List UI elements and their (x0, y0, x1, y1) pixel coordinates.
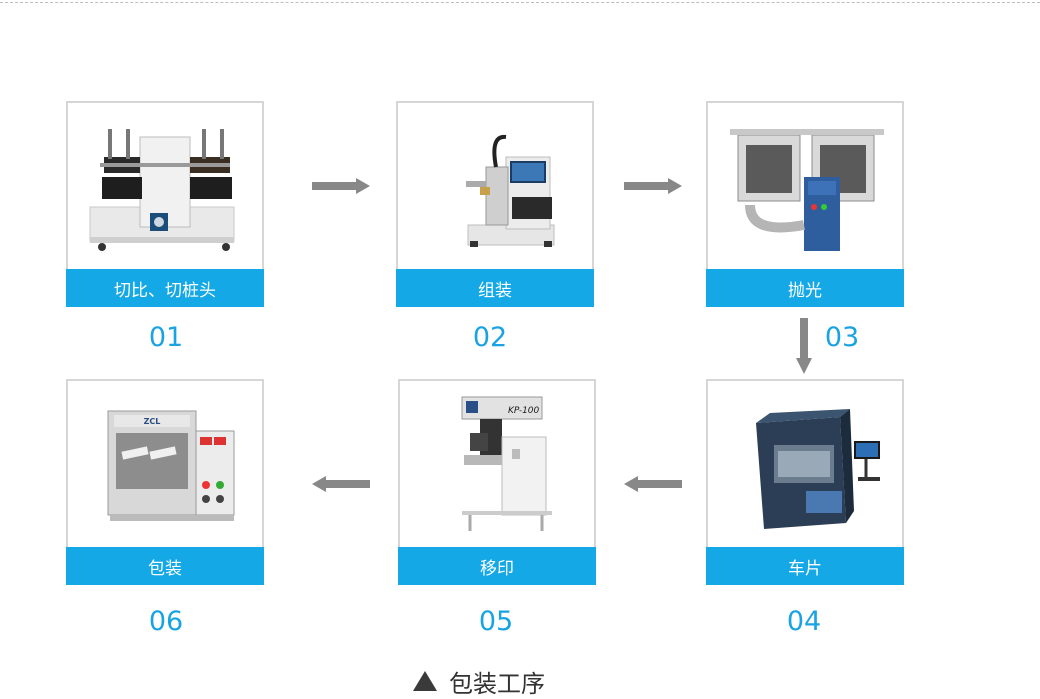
polishing-machine-image (730, 129, 884, 251)
step-04-number: 04 (786, 606, 822, 637)
arrow-right-icon (312, 178, 370, 194)
step-02-label: 组装 (396, 269, 594, 307)
step-05-number: 05 (478, 606, 514, 637)
figure-caption: 包装工序 (413, 664, 545, 698)
step-02-card: 组装 (396, 101, 594, 307)
pad-printing-machine-image: KP-100 (461, 396, 552, 531)
packaging-brand-text: ZCL (144, 417, 161, 426)
step-01-number: 01 (148, 322, 184, 353)
arrow-right-icon (624, 178, 682, 194)
step-04-card: 车片 (706, 379, 904, 585)
triangle-up-icon (413, 671, 437, 691)
step-06-image-frame: ZCL (66, 379, 264, 549)
step-06-label: 包装 (66, 547, 264, 585)
step-04-image-frame (706, 379, 904, 549)
step-06-number: 06 (148, 606, 184, 637)
cutting-machine-image (89, 129, 235, 251)
top-dashed-divider (0, 2, 1040, 3)
step-03-number: 03 (824, 322, 860, 353)
step-05-card: KP-100 移印 (398, 379, 596, 585)
arrow-down-icon (796, 318, 812, 374)
step-04-label: 车片 (706, 547, 904, 585)
caption-text: 包装工序 (449, 669, 545, 698)
step-01-image-frame (66, 101, 264, 271)
pad-printer-model-text: KP-100 (508, 406, 540, 416)
step-03-image-frame (706, 101, 904, 271)
step-02-image-frame (396, 101, 594, 271)
step-03-label: 抛光 (706, 269, 904, 307)
step-01-label: 切比、切桩头 (66, 269, 264, 307)
step-03-card: 抛光 (706, 101, 904, 307)
packaging-machine-image: ZCL (107, 410, 235, 521)
step-05-image-frame: KP-100 (398, 379, 596, 549)
step-05-label: 移印 (398, 547, 596, 585)
arrow-left-icon (312, 476, 370, 492)
lathe-machine-image (756, 409, 880, 529)
step-02-number: 02 (472, 322, 508, 353)
step-06-card: ZCL 包装 (66, 379, 264, 585)
assembly-machine-image (466, 134, 555, 247)
step-01-card: 切比、切桩头 (66, 101, 264, 307)
arrow-left-icon (624, 476, 682, 492)
